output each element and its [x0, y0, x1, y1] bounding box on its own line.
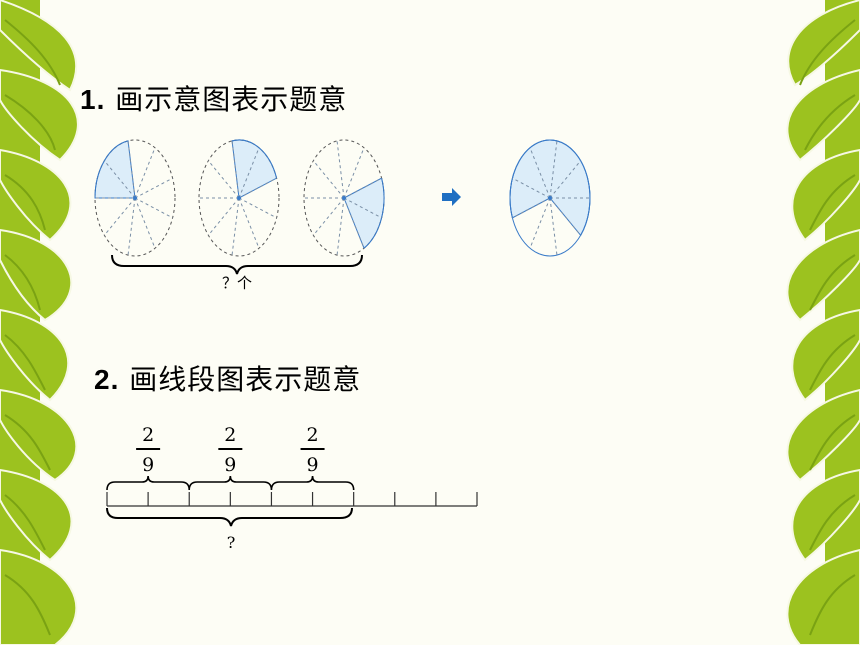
pie-center	[548, 196, 552, 200]
right-arrow-icon	[442, 188, 461, 206]
segment-brace	[106, 507, 353, 527]
slice-divider	[512, 197, 551, 219]
pie-center	[237, 196, 241, 200]
section-2-title: 画线段图表示题意	[129, 363, 362, 396]
section-1-number: 1.	[80, 84, 106, 115]
pie-outline	[94, 139, 176, 257]
section-2-heading: 2. 画线段图表示题意	[94, 358, 361, 398]
pie-group	[94, 139, 591, 257]
slice-divider	[238, 177, 277, 199]
pie	[94, 139, 176, 257]
pie-center	[133, 196, 137, 200]
upper-braces	[106, 475, 355, 491]
slice-divider	[549, 197, 582, 236]
slice-divider	[103, 160, 136, 199]
segment-line	[106, 492, 478, 507]
slice-divider	[134, 197, 173, 219]
pie	[303, 139, 385, 257]
slice-divider	[312, 160, 345, 199]
slice-divider	[103, 197, 136, 236]
fraction-numerator: 2	[307, 424, 319, 446]
fraction-numerator: 2	[142, 424, 154, 446]
shaded-arc	[509, 139, 591, 236]
shaded-arc	[231, 139, 278, 179]
slice-divider	[549, 160, 582, 199]
pie-outline	[198, 139, 280, 257]
fraction-denominator: 9	[307, 454, 319, 476]
slice-divider	[134, 177, 173, 199]
slice-divider	[207, 160, 240, 199]
fraction: 29	[136, 424, 161, 476]
section-1-title: 画示意图表示题意	[115, 83, 348, 116]
slice-divider	[312, 197, 345, 236]
pie-brace	[111, 254, 363, 275]
slice-divider	[512, 177, 551, 199]
section-2-number: 2.	[94, 364, 120, 395]
fraction-numerator: 2	[224, 424, 236, 446]
fraction-denominator: 9	[142, 454, 154, 476]
pie	[198, 139, 280, 257]
pie-brace-label: ？个	[222, 274, 252, 292]
fraction: 29	[300, 424, 325, 476]
fraction: 29	[218, 424, 243, 476]
segment-brace-label: ?	[227, 533, 236, 552]
right-leaf-border	[786, 0, 860, 645]
slice-divider	[207, 197, 240, 236]
left-leaf-border	[0, 0, 79, 645]
pie-center	[342, 196, 346, 200]
slice-divider	[238, 197, 277, 219]
section-1-heading: 1. 画示意图表示题意	[80, 78, 347, 118]
slice-divider	[343, 197, 382, 219]
fraction-denominator: 9	[224, 454, 236, 476]
pie	[509, 139, 591, 257]
slice-divider	[343, 177, 382, 199]
